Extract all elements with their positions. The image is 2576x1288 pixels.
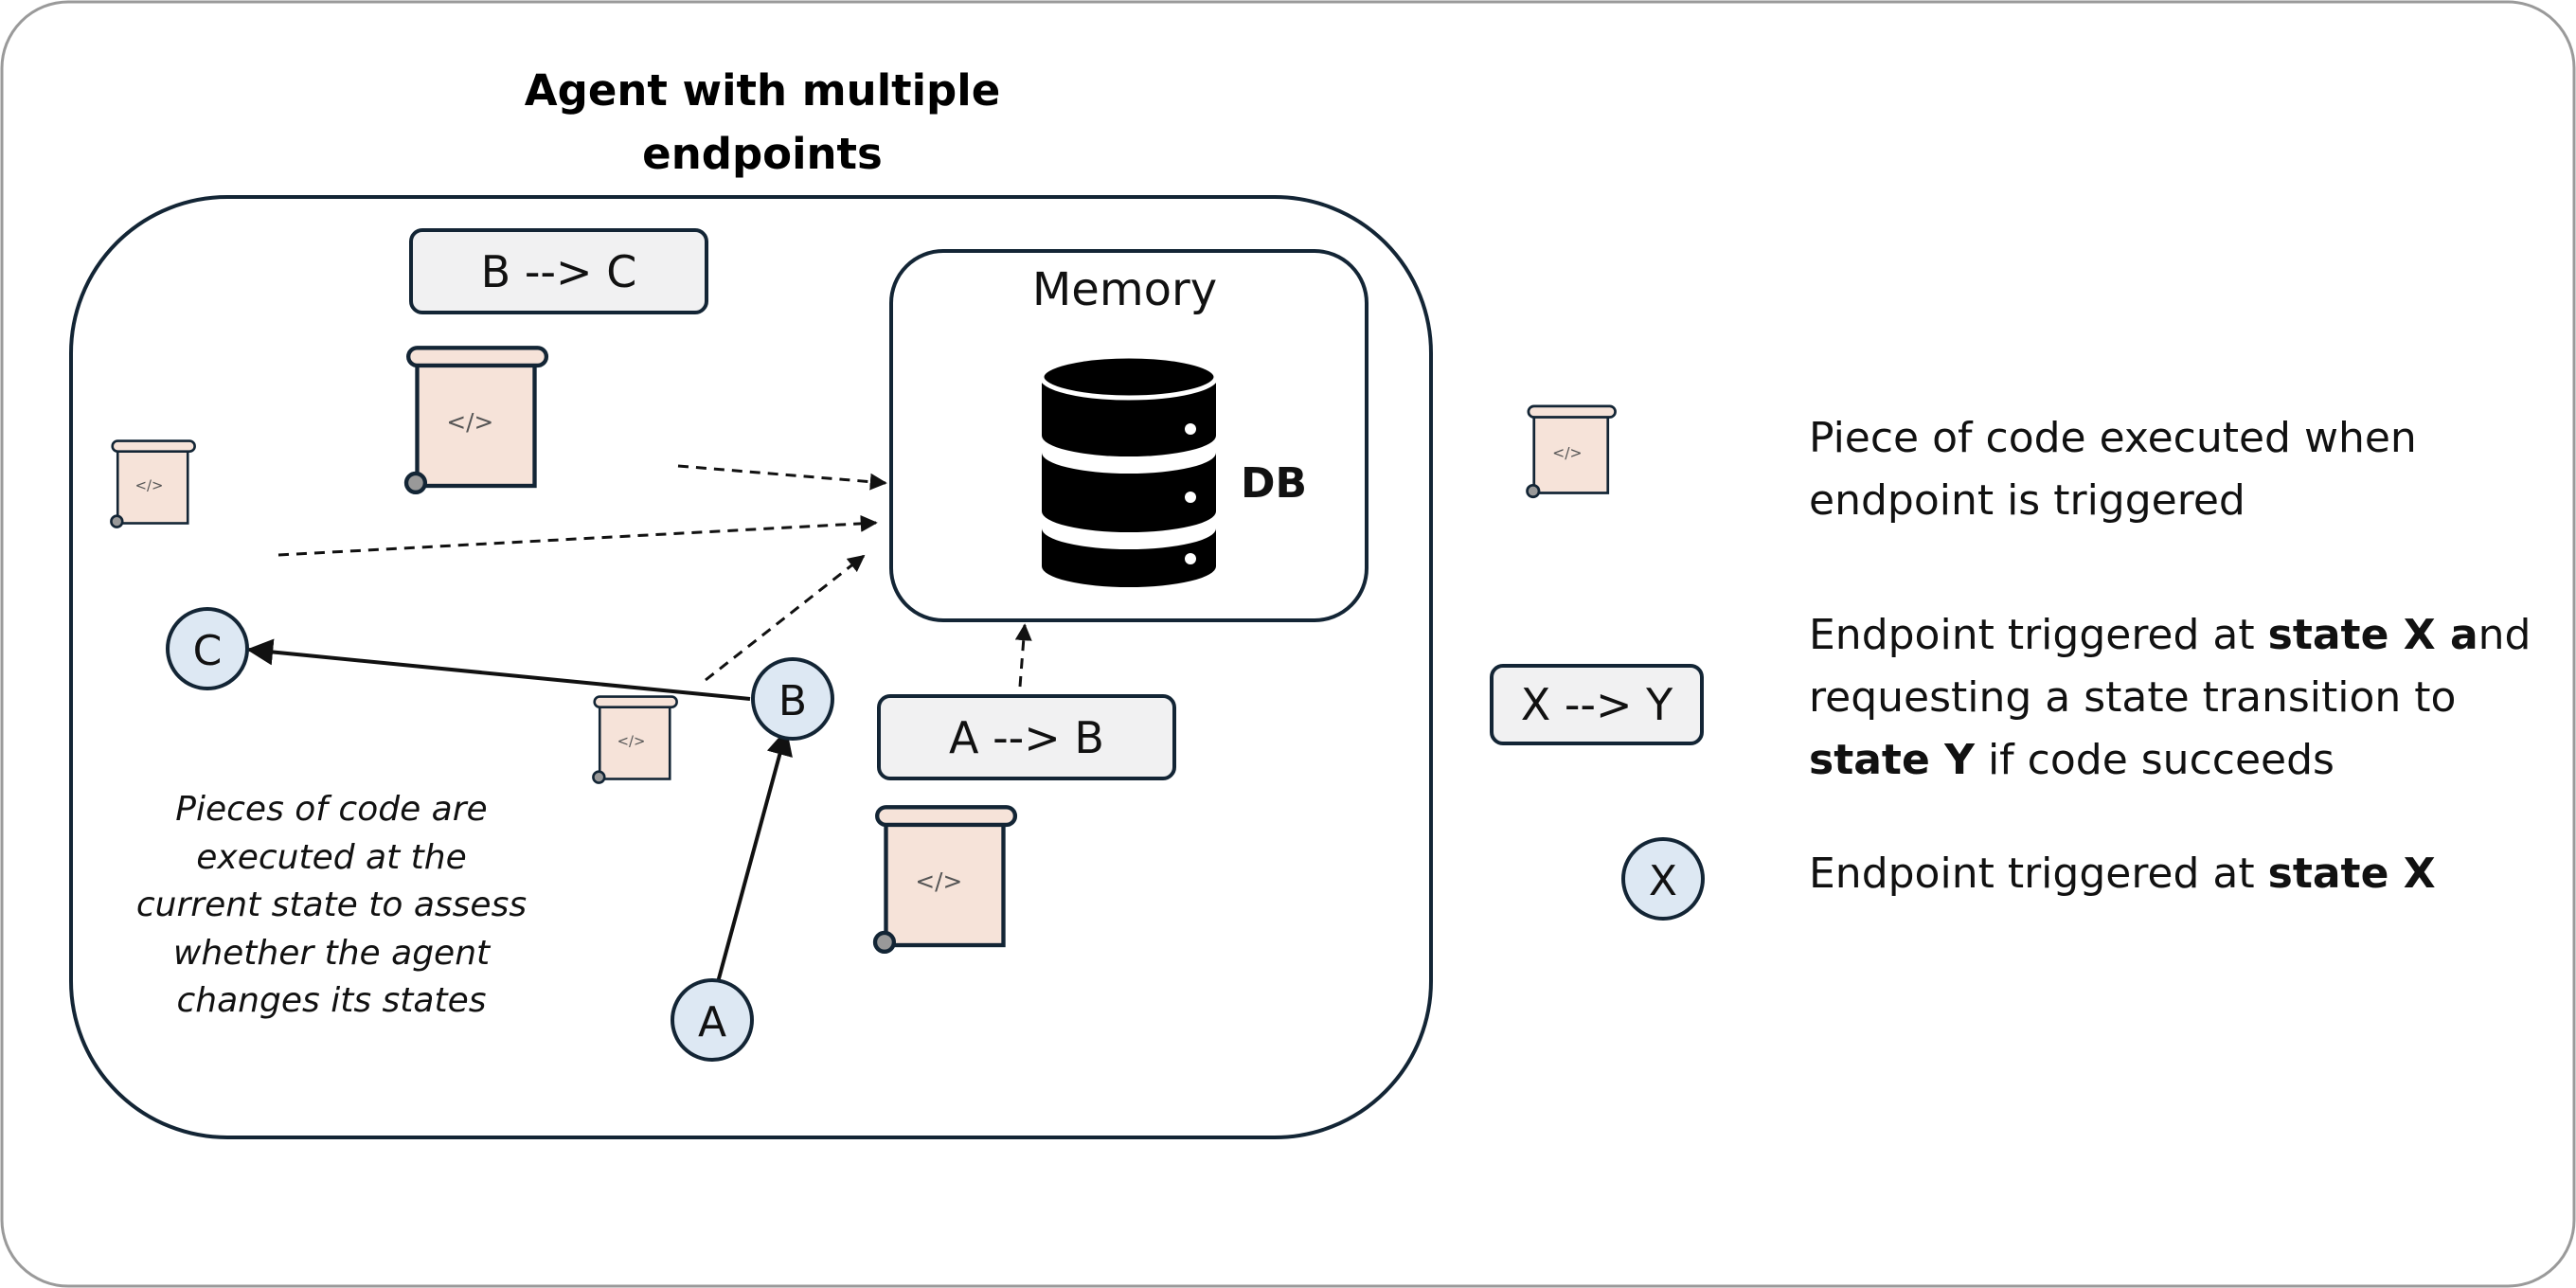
legend-transition-box xyxy=(1490,664,1704,745)
legend-transition-line2: requesting a state transition to xyxy=(1809,673,2457,722)
legend-transition-label: X --> Y xyxy=(1520,679,1673,730)
svg-text:C: C xyxy=(193,627,223,675)
code-scroll-b-endpoint: </> xyxy=(592,695,678,784)
legend-transition-line3: state Y if code succeeds xyxy=(1809,736,2334,784)
legend-state-description: Endpoint triggered at state X xyxy=(1809,843,2436,905)
code-glyph: </> xyxy=(915,868,962,895)
svg-text:B: B xyxy=(778,677,807,725)
dashed-arrow-ab-to-memory xyxy=(1014,623,1032,688)
endpoint-box-a-to-b xyxy=(877,694,1176,780)
code-scroll-a-to-b: </> xyxy=(872,805,1018,954)
db-label: DB xyxy=(1241,459,1308,508)
state-note: Pieces of code are executed at the curre… xyxy=(135,790,528,1020)
code-scroll-b-to-c: </> xyxy=(403,346,549,494)
code-glyph: </> xyxy=(617,733,646,749)
svg-text:A: A xyxy=(698,998,726,1046)
legend-code-scroll-icon: </> xyxy=(1526,404,1617,499)
dashed-arrow-left-to-memory xyxy=(277,514,878,557)
memory-title: Memory xyxy=(1031,263,1218,316)
code-scroll-c-endpoint: </> xyxy=(110,439,196,528)
endpoint-label-a-to-b: A --> B xyxy=(948,711,1104,763)
legend-state-circle: X xyxy=(1621,837,1705,921)
endpoint-label-b-to-c: B --> C xyxy=(480,245,637,297)
state-circle-a: A xyxy=(671,978,754,1062)
legend-transition-line1: Endpoint triggered at state X and xyxy=(1809,611,2531,659)
code-glyph: </> xyxy=(135,477,164,493)
state-circle-c: C xyxy=(166,607,249,690)
arrow-b-to-c xyxy=(246,638,751,701)
svg-text:X: X xyxy=(1649,857,1677,905)
arrow-a-to-b xyxy=(716,728,793,983)
diagram-title: Agent with multiple endpoints xyxy=(524,65,1001,179)
state-circle-b: B xyxy=(751,657,834,741)
legend-transition-description: Endpoint triggered at state X and reques… xyxy=(1809,604,2531,792)
legend-state-line: Endpoint triggered at state X xyxy=(1809,850,2436,898)
legend-code-description: Piece of code executed when endpoint is … xyxy=(1809,407,2417,532)
legend-code-line1: Piece of code executed when xyxy=(1809,414,2417,462)
legend-code-line2: endpoint is triggered xyxy=(1809,476,2245,525)
code-glyph: </> xyxy=(1552,444,1582,461)
code-glyph: </> xyxy=(446,408,493,436)
database-icon xyxy=(1039,353,1219,587)
dashed-arrow-mid-to-memory xyxy=(705,554,866,682)
endpoint-box-b-to-c xyxy=(409,228,708,314)
